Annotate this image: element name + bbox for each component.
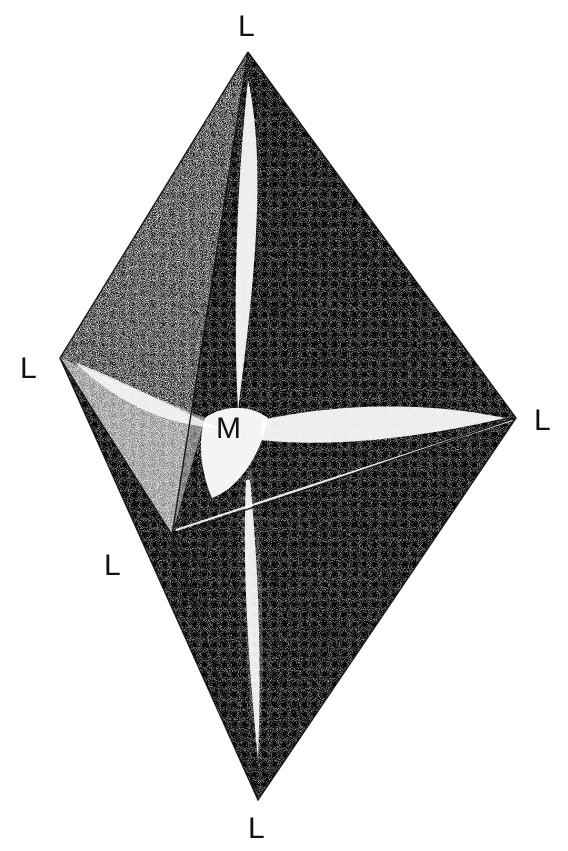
label-front-vertex: L — [104, 549, 121, 582]
label-center: M — [216, 412, 241, 445]
label-bottom-vertex: L — [248, 812, 265, 845]
label-right-vertex: L — [534, 404, 551, 437]
label-left-vertex: L — [20, 352, 37, 385]
label-top-vertex: L — [238, 10, 255, 43]
